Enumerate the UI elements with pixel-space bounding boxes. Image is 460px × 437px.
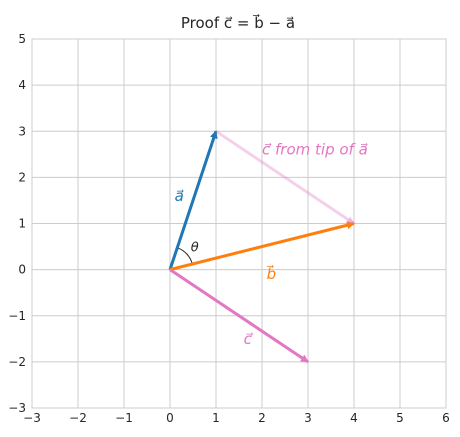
x-tick-label: −2 <box>69 411 87 425</box>
grid-lines <box>31 38 447 409</box>
y-tick-label: 2 <box>18 170 26 184</box>
plot-frame <box>31 38 447 409</box>
y-tick-label: 4 <box>18 78 26 92</box>
vector-b-label: b⃗ <box>266 265 276 284</box>
vector-labels: a⃗ b⃗ c⃗ c⃗ from tip of a⃗ <box>175 141 368 348</box>
y-tick-label: −2 <box>8 355 26 369</box>
y-tick-label: 1 <box>18 217 26 231</box>
y-axis-ticks: −3 −2 −1 0 1 2 3 4 5 <box>8 32 26 415</box>
vector-c_tip-label: c⃗ from tip of a⃗ <box>262 141 368 159</box>
x-tick-label: 3 <box>304 411 312 425</box>
x-tick-label: −3 <box>23 411 41 425</box>
y-tick-label: 5 <box>18 32 26 46</box>
x-axis-ticks: −3 −2 −1 0 1 2 3 4 5 6 <box>23 411 450 425</box>
x-tick-label: 0 <box>166 411 174 425</box>
x-tick-label: −1 <box>115 411 133 425</box>
angle-label: θ <box>191 241 199 256</box>
vectors <box>168 130 355 364</box>
vector-c-label: c⃗ <box>244 330 254 348</box>
vector-c <box>169 268 309 364</box>
y-tick-label: 3 <box>18 124 26 138</box>
chart-title: Proof c⃗ = b⃗ − a⃗ <box>181 13 295 32</box>
x-tick-label: 1 <box>212 411 220 425</box>
vector-c_tip <box>215 130 355 225</box>
vector-a-label: a⃗ <box>175 187 184 205</box>
y-tick-label: 0 <box>18 263 26 277</box>
x-tick-label: 2 <box>258 411 266 425</box>
vector-a <box>168 130 218 271</box>
vector-b <box>169 221 355 272</box>
x-tick-label: 4 <box>350 411 358 425</box>
x-tick-label: 5 <box>396 411 404 425</box>
x-tick-label: 6 <box>442 411 450 425</box>
y-tick-label: −1 <box>8 309 26 323</box>
y-tick-label: −3 <box>8 401 26 415</box>
